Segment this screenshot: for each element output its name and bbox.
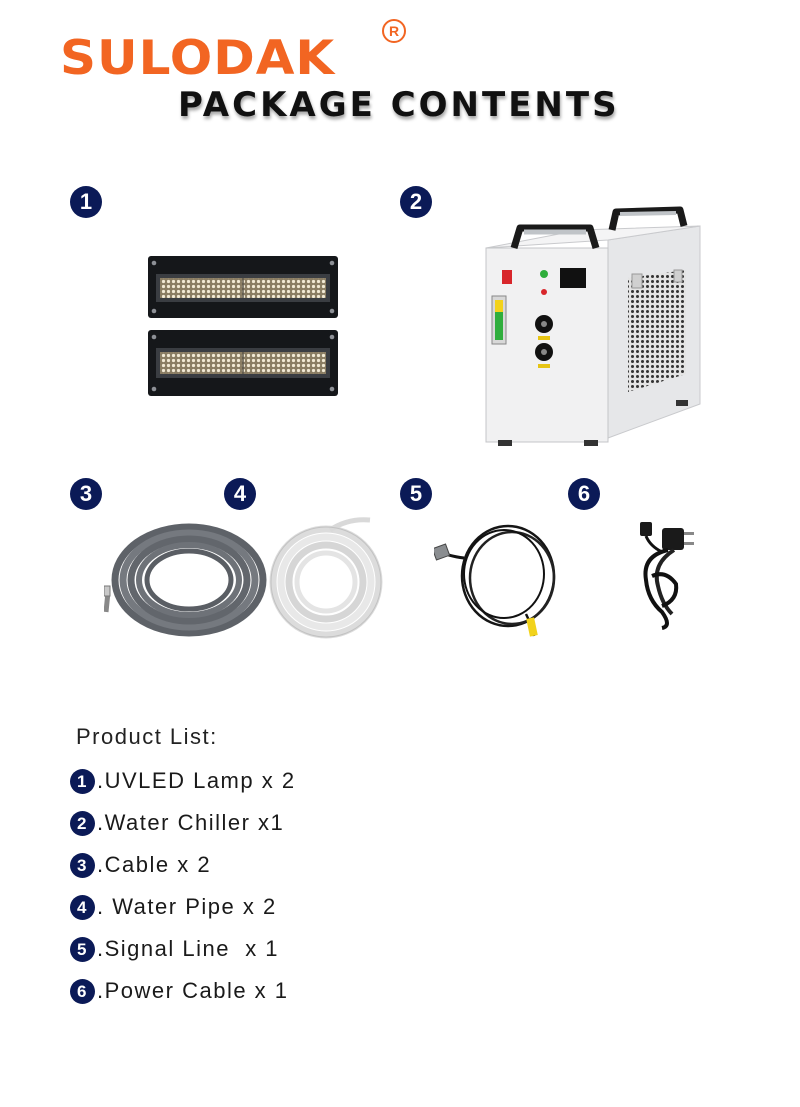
item-badge-3: 3 xyxy=(70,478,102,510)
list-item: 1 .UVLED Lamp x 2 xyxy=(70,766,296,796)
list-item-text: .Cable x 2 xyxy=(97,852,212,877)
list-item-text: . Water Pipe x 2 xyxy=(97,894,277,919)
item-badge-1: 1 xyxy=(70,186,102,218)
uv-led-lamp-image xyxy=(148,256,338,396)
list-item-text: .Power Cable x 1 xyxy=(97,978,289,1003)
list-number-badge: 6 xyxy=(70,978,95,1004)
brand-logo: SULODAK xyxy=(60,30,336,86)
list-item-text: .Water Chiller x1 xyxy=(97,810,285,835)
item-badge-6: 6 xyxy=(568,478,600,510)
page-title: PACKAGE CONTENTS xyxy=(178,85,620,125)
list-number-badge: 3 xyxy=(70,852,95,878)
list-item: 6 .Power Cable x 1 xyxy=(70,976,289,1006)
list-item: 2 .Water Chiller x1 xyxy=(70,808,284,838)
list-number-badge: 5 xyxy=(70,936,95,962)
list-item-text: .UVLED Lamp x 2 xyxy=(97,768,296,793)
list-item-text: .Signal Line x 1 xyxy=(97,936,280,961)
list-number-badge: 1 xyxy=(70,768,95,794)
list-number-badge: 2 xyxy=(70,810,95,836)
list-number-badge: 4 xyxy=(70,894,95,920)
list-item: 4 . Water Pipe x 2 xyxy=(70,892,277,922)
list-item: 3 .Cable x 2 xyxy=(70,850,211,880)
cable-coil-image xyxy=(104,523,267,637)
list-item: 5 .Signal Line x 1 xyxy=(70,934,279,964)
signal-line-image xyxy=(434,524,556,637)
product-list-title: Product List: xyxy=(76,724,218,749)
item-badge-2: 2 xyxy=(400,186,432,218)
registered-mark-icon: R xyxy=(382,19,406,43)
water-pipe-coil-image xyxy=(269,517,383,639)
item-badge-4: 4 xyxy=(224,478,256,510)
water-chiller-image xyxy=(485,206,701,446)
power-cable-image xyxy=(640,522,694,630)
item-badge-5: 5 xyxy=(400,478,432,510)
